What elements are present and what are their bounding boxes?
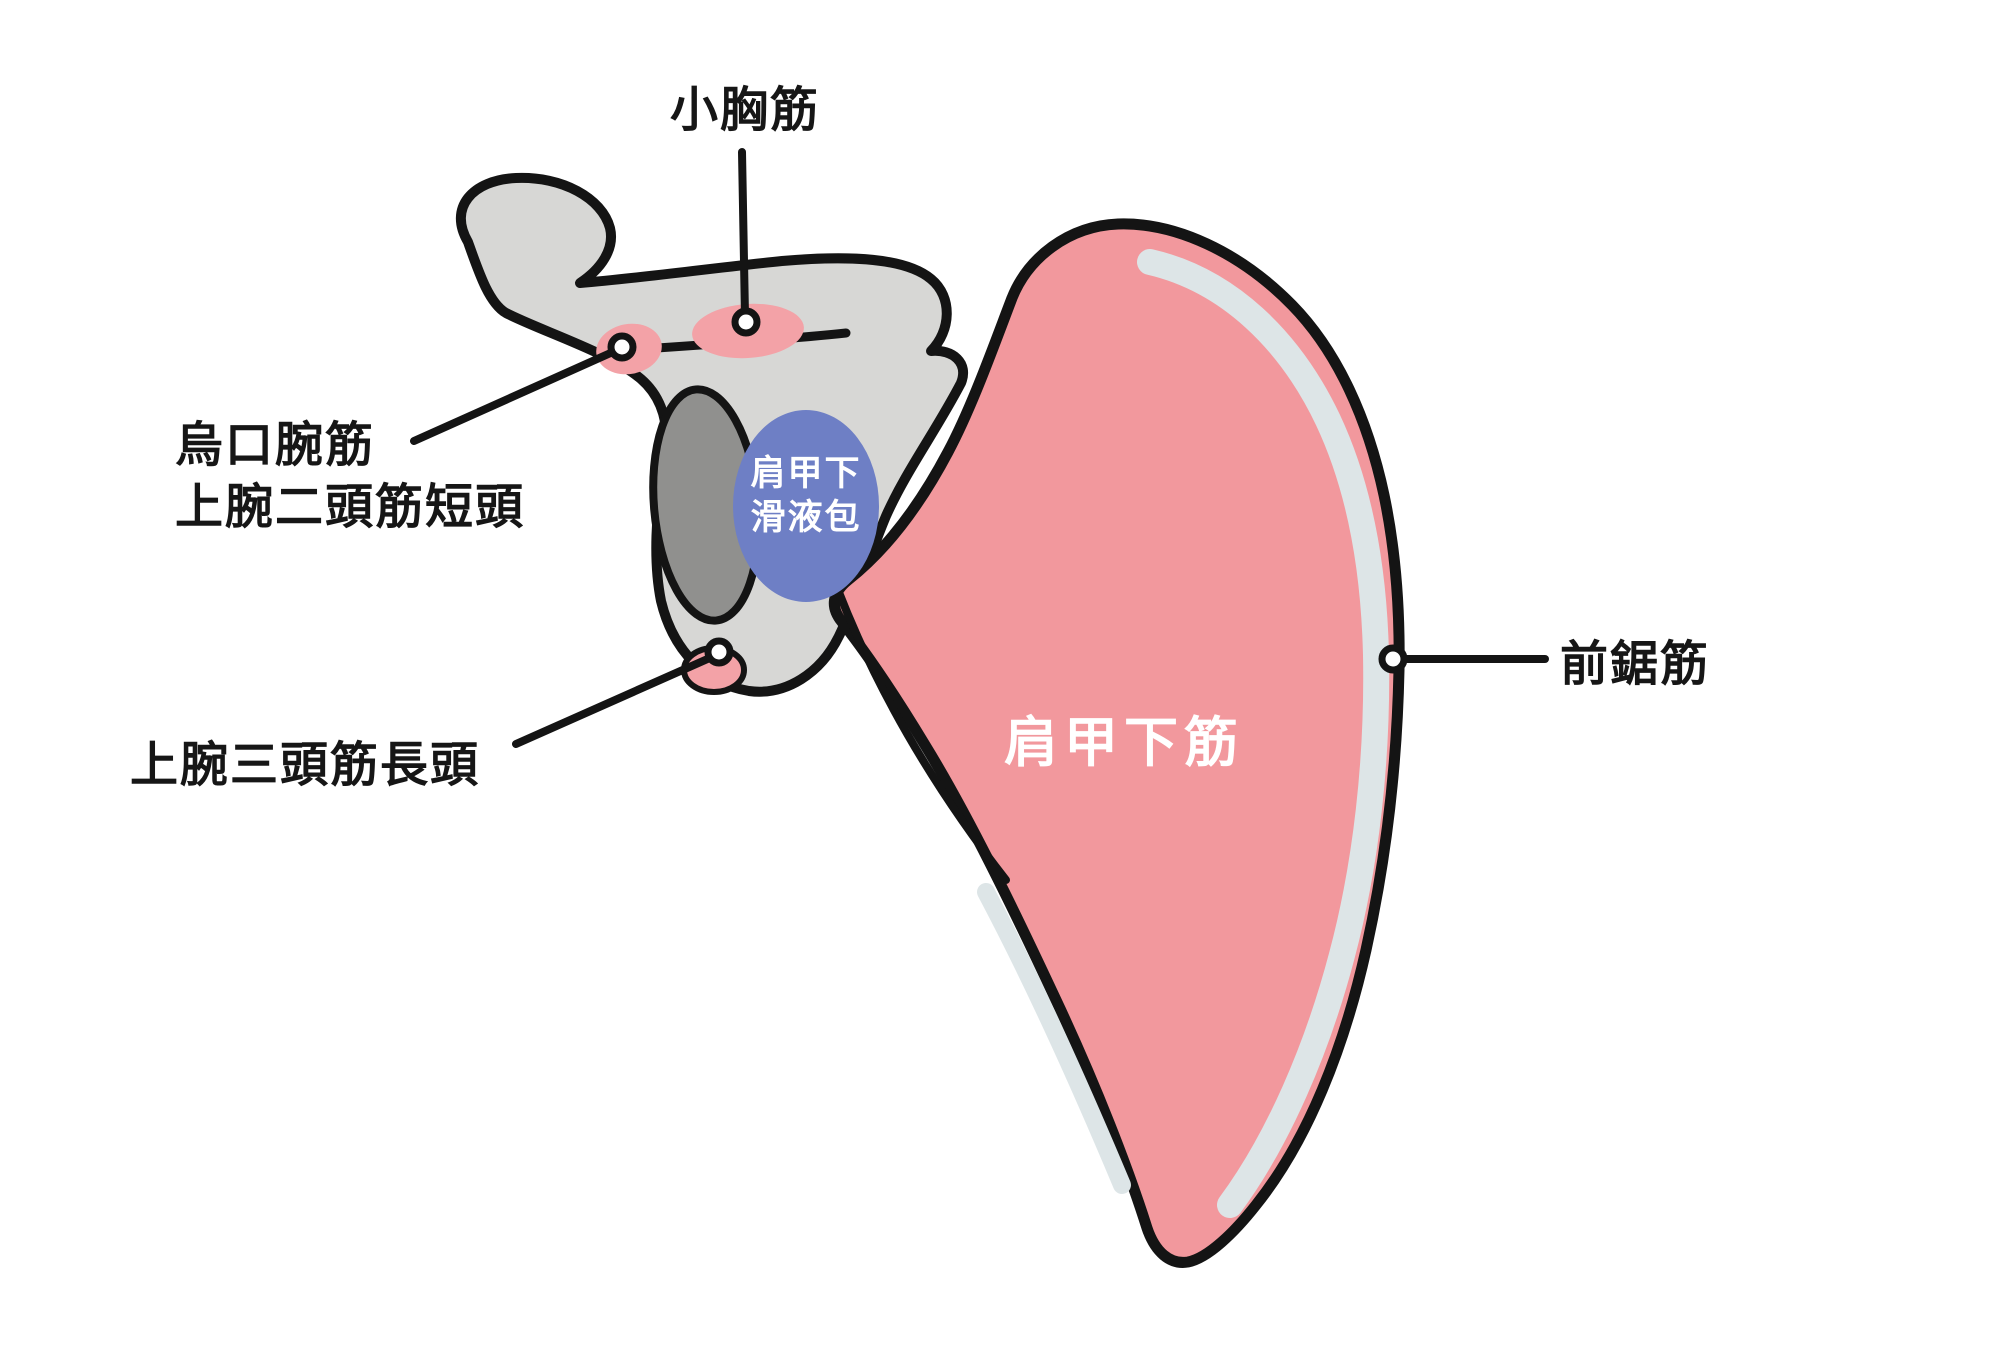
anchor-dot-serratus-anterior <box>1378 644 1408 674</box>
subscapular-bursa-oval <box>733 410 879 602</box>
label-subscapular-bursa: 肩甲下 滑液包 <box>731 452 881 540</box>
leader-line-triceps-long-head <box>512 653 716 748</box>
label-biceps-short-head-line2: 上腕二頭筋短頭 <box>175 481 526 535</box>
label-subscapular-bursa-line2: 滑液包 <box>750 497 862 537</box>
medial-border-band <box>1137 249 1390 1218</box>
label-triceps-long-head: 上腕三頭筋長頭 <box>130 739 481 792</box>
label-coracobrachialis-line1: 烏口腕筋 <box>175 419 376 472</box>
label-subscapularis: 肩甲下筋 <box>1004 713 1244 773</box>
label-pectoralis-minor: 小胸筋 <box>669 84 820 137</box>
anchor-dot-coracobrachialis <box>607 332 637 362</box>
label-coracobrachialis: 烏口腕筋 上腕二頭筋短頭 <box>175 415 525 540</box>
leader-line-coracobrachialis <box>410 347 619 445</box>
lateral-border-band <box>977 883 1131 1194</box>
label-subscapular-bursa-line1: 肩甲下 <box>750 454 862 493</box>
leader-line-pectoralis-minor <box>738 148 749 320</box>
anchor-dot-pectoralis-minor <box>731 307 761 337</box>
label-serratus-anterior: 前鋸筋 <box>1560 638 1711 691</box>
subscapularis-muscle-body <box>828 218 1405 1268</box>
anchor-dot-triceps-long-head <box>704 637 734 667</box>
tendon-line <box>834 586 1010 884</box>
